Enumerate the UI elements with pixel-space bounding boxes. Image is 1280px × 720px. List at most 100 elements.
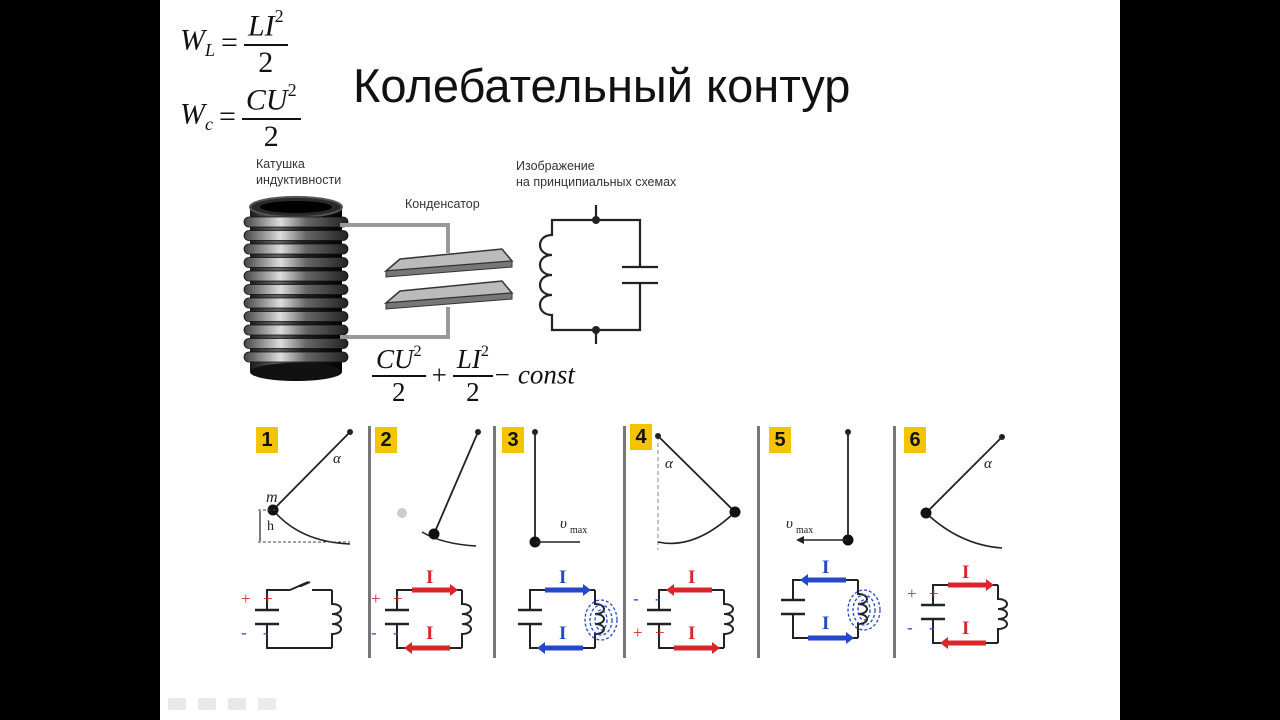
- coil-turn: [243, 270, 349, 282]
- magnetic-field-line: [584, 599, 618, 641]
- previous-slide-icon[interactable]: [168, 698, 186, 710]
- phase-badge-6: 6: [904, 427, 926, 453]
- pendulum: α: [920, 434, 1005, 549]
- slideshow-controls[interactable]: [168, 698, 276, 710]
- magnetic-field-line: [852, 594, 876, 626]
- mass-label: m: [266, 489, 278, 506]
- current-arrowhead: [537, 642, 545, 654]
- lower-lead: [340, 307, 450, 339]
- charge-sign-bottom: -: [241, 623, 247, 642]
- velocity-arrowhead: [796, 536, 804, 544]
- capacitor-plates-image: [383, 248, 514, 310]
- swing-arc: [421, 531, 477, 547]
- phase-divider: [757, 426, 760, 658]
- charge-sign-bottom: +: [655, 623, 665, 642]
- capacitor-label: Конденсатор: [405, 197, 480, 211]
- previous-bob-position: [397, 508, 407, 518]
- pendulum-thread: [925, 436, 1003, 514]
- charge-sign-bottom: -: [929, 618, 935, 637]
- current-arrowhead: [846, 632, 854, 644]
- wire: [792, 579, 858, 600]
- menu-icon[interactable]: [228, 698, 246, 710]
- slide-title: Колебательный контур: [353, 59, 851, 112]
- pivot-point: [845, 429, 851, 435]
- current-arrowhead: [986, 579, 994, 591]
- coil-turn: [243, 284, 349, 295]
- inductor-symbol: [997, 585, 1008, 643]
- wire: [266, 624, 332, 649]
- magnetic-field-line: [847, 589, 881, 631]
- swing-arc: [657, 511, 736, 545]
- magnetic-field-line: [589, 604, 613, 636]
- lc-schematic-symbol: [538, 205, 658, 344]
- current-arrowhead: [666, 584, 674, 596]
- height-label: h: [267, 519, 274, 534]
- lc-circuit: II: [781, 557, 881, 644]
- current-label: I: [426, 567, 433, 588]
- next-slide-icon[interactable]: [258, 698, 276, 710]
- current-label: I: [822, 557, 829, 578]
- current-label: I: [822, 613, 829, 634]
- inductor-symbol: [461, 590, 472, 648]
- coil-turn: [243, 324, 349, 336]
- lc-circuit: ++--II: [907, 562, 1008, 649]
- charge-sign-top: +: [371, 589, 381, 608]
- inductor-symbol: [331, 590, 342, 648]
- pendulum-thread: [272, 431, 351, 511]
- current-label: I: [559, 623, 566, 644]
- pendulum-thread: [657, 435, 736, 513]
- charge-sign-top: +: [907, 584, 917, 603]
- phase-badge-2: 2: [375, 427, 397, 453]
- magnetic-field-line: [857, 599, 871, 621]
- phase-badge-4: 4: [630, 424, 652, 450]
- current-label: I: [962, 562, 969, 583]
- current-arrowhead: [712, 642, 720, 654]
- wire: [658, 589, 724, 610]
- velocity-subscript: max: [570, 525, 587, 536]
- lc-circuit: ++--: [241, 581, 342, 649]
- swing-arc: [272, 509, 351, 545]
- current-arrowhead: [940, 637, 948, 649]
- pendulum-thread: [433, 431, 479, 535]
- lc-circuit: --++II: [633, 567, 734, 654]
- charge-sign-top: -: [655, 589, 661, 608]
- coil-turn: [243, 257, 349, 268]
- pendulum-bob: [920, 507, 932, 519]
- pen-icon[interactable]: [198, 698, 216, 710]
- inductor-symbol: [857, 580, 868, 638]
- upper-lead: [340, 223, 450, 253]
- pendulum: [529, 429, 541, 548]
- coil-turn: [243, 243, 349, 255]
- coil-turn: [243, 216, 349, 228]
- pivot-point: [475, 429, 481, 435]
- charge-sign-bottom: -: [907, 618, 913, 637]
- pivot-point: [532, 429, 538, 435]
- phase-badge-3: 3: [502, 427, 524, 453]
- current-label: I: [962, 618, 969, 639]
- charge-sign-bottom: -: [393, 623, 399, 642]
- pendulum: α: [655, 433, 741, 550]
- phase-badge-5: 5: [769, 427, 791, 453]
- coil-turn: [243, 297, 349, 309]
- pendulum: α: [267, 429, 353, 545]
- pivot-point: [655, 433, 661, 439]
- inductor-coil-image: [243, 196, 349, 381]
- current-label: I: [559, 567, 566, 588]
- pendulum-bob: [428, 528, 440, 540]
- phase-divider: [493, 426, 496, 658]
- velocity-label: υ: [560, 516, 567, 532]
- current-arrowhead: [450, 584, 458, 596]
- swing-arc: [925, 512, 1003, 549]
- lc-device-illustration: [243, 196, 514, 381]
- lc-circuit: II: [518, 567, 618, 654]
- coil-turn: [243, 230, 349, 241]
- angle-label: α: [333, 451, 342, 467]
- charge-sign-bottom: -: [371, 623, 377, 642]
- current-label: I: [688, 623, 695, 644]
- phase-badge-1: 1: [256, 427, 278, 453]
